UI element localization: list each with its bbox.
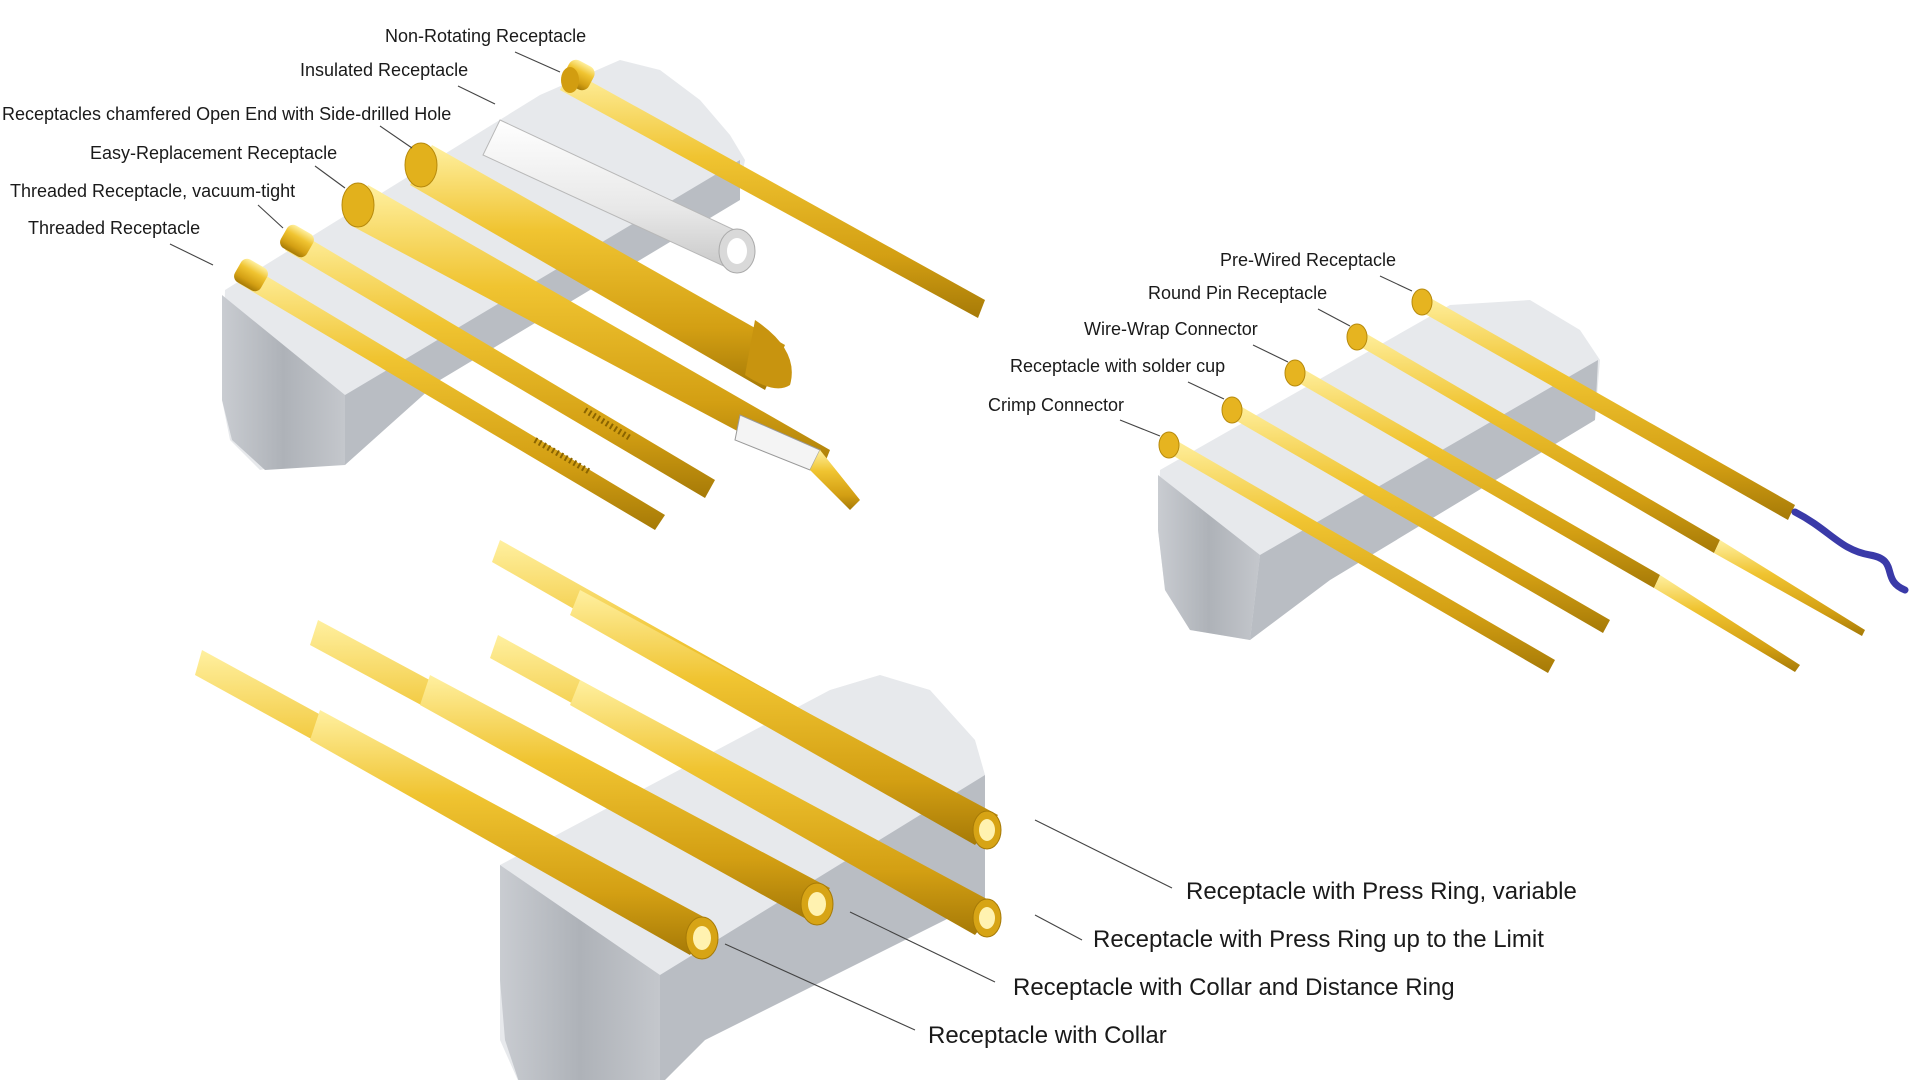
label-non-rotating-receptacle: Non-Rotating Receptacle	[385, 26, 586, 46]
crimp-connector	[1158, 431, 1555, 673]
leader-line	[849, 911, 996, 983]
leader-line	[379, 125, 413, 149]
chamfered-receptacle	[404, 142, 792, 390]
label-chamfered-receptacle: Receptacles chamfered Open End with Side…	[2, 104, 451, 124]
leader-line	[169, 243, 214, 266]
wire-wrap-connector	[1284, 359, 1800, 672]
label-threaded-receptacle-vacuum-tight: Threaded Receptacle, vacuum-tight	[10, 181, 295, 201]
receptacle-with-solder-cup	[1221, 396, 1610, 633]
label-insulated-receptacle: Insulated Receptacle	[300, 60, 468, 80]
group-top-left: Non-Rotating Receptacle Insulated Recept…	[2, 26, 985, 530]
leader-line	[1034, 819, 1173, 889]
mounting-block-front	[500, 865, 660, 1080]
mounting-block-front	[222, 295, 345, 470]
wire	[1791, 508, 1909, 594]
label-receptacle-with-collar: Receptacle with Collar	[928, 1022, 1167, 1049]
label-easy-replacement-receptacle: Easy-Replacement Receptacle	[90, 143, 337, 163]
leader-line	[724, 943, 916, 1031]
leader-line	[314, 165, 346, 189]
label-wire-wrap-connector: Wire-Wrap Connector	[1084, 319, 1258, 339]
leader-line	[457, 85, 496, 105]
non-rotating-receptacle	[560, 59, 985, 318]
label-collar-distance-ring: Receptacle with Collar and Distance Ring	[1013, 974, 1455, 1001]
round-pin-receptacle	[1346, 323, 1865, 636]
label-round-pin-receptacle: Round Pin Receptacle	[1148, 283, 1327, 303]
leader-line	[1119, 419, 1161, 437]
group-bottom: Receptacle with Press Ring, variable Rec…	[195, 540, 1577, 1080]
label-crimp-connector: Crimp Connector	[988, 395, 1124, 415]
insulated-receptacle	[482, 119, 756, 274]
threaded-receptacle	[234, 258, 665, 530]
threaded-receptacle-vacuum-tight	[280, 224, 715, 498]
leader-line	[257, 204, 284, 229]
receptacle-press-ring-variable	[492, 540, 1002, 850]
label-receptacle-with-solder-cup: Receptacle with solder cup	[1010, 356, 1225, 376]
label-pre-wired-receptacle: Pre-Wired Receptacle	[1220, 250, 1396, 270]
receptacle-with-collar	[195, 650, 719, 960]
mounting-block-front	[1158, 475, 1260, 640]
receptacle-collar-distance-ring	[310, 620, 834, 926]
label-threaded-receptacle: Threaded Receptacle	[28, 218, 200, 238]
label-press-ring-variable: Receptacle with Press Ring, variable	[1186, 878, 1577, 905]
group-right: Pre-Wired Receptacle Round Pin Receptacl…	[988, 250, 1909, 673]
leader-line	[1317, 308, 1351, 327]
pre-wired-receptacle	[1411, 288, 1909, 594]
leader-line	[514, 51, 561, 73]
mounting-block-side	[660, 775, 985, 1080]
leader-line	[1034, 914, 1083, 941]
easy-replacement-receptacle	[341, 182, 860, 510]
label-press-ring-limit: Receptacle with Press Ring up to the Lim…	[1093, 926, 1544, 953]
leader-line	[1252, 344, 1289, 363]
receptacle-press-ring-limit	[490, 635, 1002, 938]
leader-line	[1379, 275, 1413, 292]
leader-line	[1187, 381, 1225, 400]
